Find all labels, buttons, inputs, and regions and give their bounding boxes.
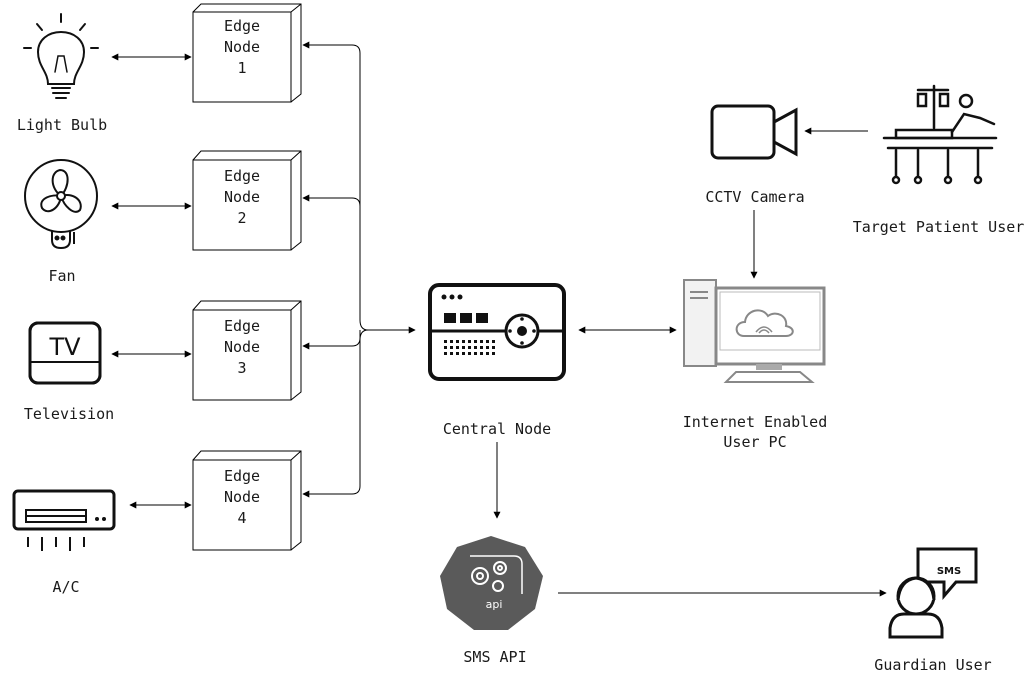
edge-node-3-box (192, 300, 302, 401)
edge-node-2-label: Edge Node 2 (193, 166, 291, 229)
edge-node-2-line1: Edge (223, 167, 261, 185)
control-panel-icon (428, 283, 566, 381)
edge-node-1-label: Edge Node 1 (193, 16, 291, 79)
edge-node-2-line2: Node (223, 188, 261, 206)
light-bulb-label: Light Bulb (16, 116, 108, 134)
edge-node-1-line1: Edge (223, 17, 261, 35)
edge-node-2-box (192, 150, 302, 251)
user-sms-icon (888, 547, 978, 639)
edge-node-4-line1: Edge (223, 467, 261, 485)
pc-label: Internet Enabled User PC (660, 412, 850, 452)
edge-node-4-box (192, 450, 302, 551)
guardian-user-label: Guardian User (874, 656, 992, 674)
pc-label-line1: Internet Enabled (682, 413, 828, 431)
edge-node-3-line2: Node (223, 338, 261, 356)
tv-icon (28, 321, 102, 385)
hospital-bed-icon (882, 84, 998, 185)
api-gear-icon (440, 536, 543, 630)
edge-node-3-label: Edge Node 3 (193, 316, 291, 379)
air-conditioner-icon (12, 489, 116, 551)
light-bulb-icon (23, 13, 99, 99)
cctv-camera-label: CCTV Camera (705, 188, 805, 206)
edge-node-3-number: 3 (237, 359, 247, 377)
edge-node-3-line1: Edge (223, 317, 261, 335)
television-label: Television (23, 405, 115, 423)
sms-bubble-text: SMS (937, 566, 961, 577)
edge-node-2-number: 2 (237, 209, 247, 227)
cloud-computer-icon (683, 279, 826, 383)
fan-icon (24, 159, 98, 250)
target-patient-label: Target Patient User (852, 218, 1025, 236)
tv-icon-text: TV (48, 333, 81, 361)
api-badge-text: api (486, 598, 503, 611)
edge-node-1-box (192, 3, 302, 103)
pc-label-line2: User PC (723, 433, 787, 451)
fan-label: Fan (48, 267, 76, 285)
edge-node-4-label: Edge Node 4 (193, 466, 291, 529)
connectors (111, 41, 887, 597)
edge-node-4-line2: Node (223, 488, 261, 506)
central-node-label: Central Node (442, 420, 552, 438)
edge-node-4-number: 4 (237, 509, 247, 527)
edge-node-1-number: 1 (237, 59, 247, 77)
edge-node-1-line2: Node (223, 38, 261, 56)
sms-api-label: SMS API (463, 648, 527, 666)
ac-label: A/C (52, 578, 80, 596)
video-camera-icon (710, 104, 798, 160)
